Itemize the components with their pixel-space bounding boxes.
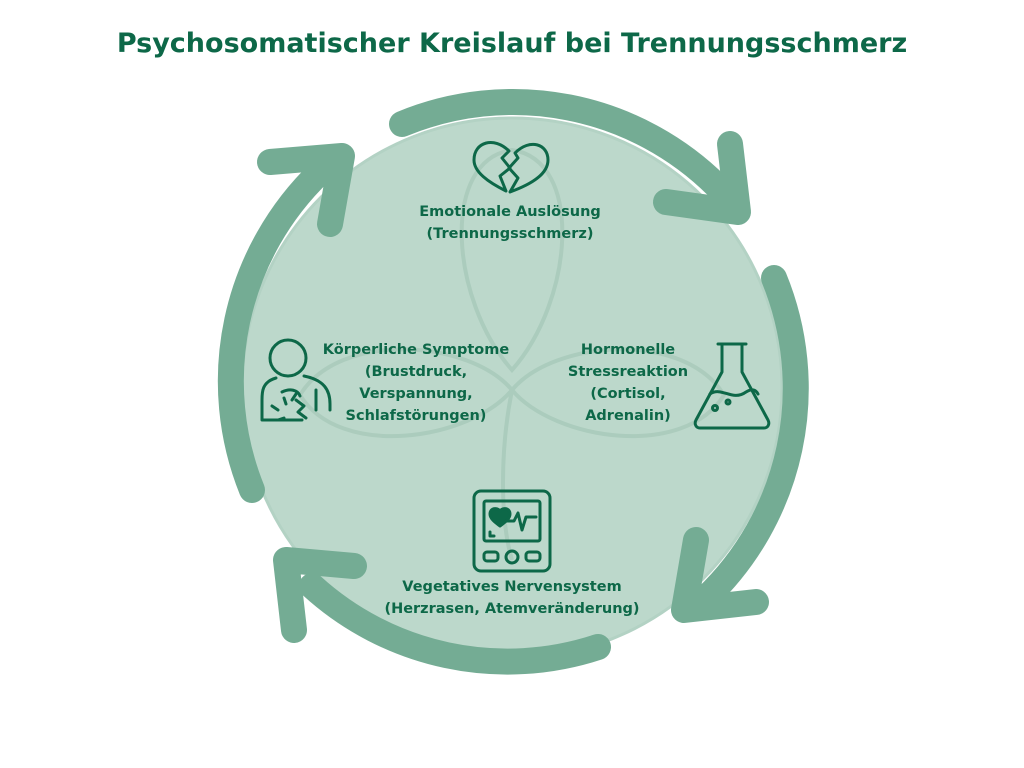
node-hormonal-response-line-3: (Cortisol,	[590, 386, 666, 402]
node-autonomic-nervous-system-line-2: (Herzrasen, Atemveränderung)	[384, 601, 640, 617]
node-emotional-trigger-line-1: Emotionale Auslösung	[419, 204, 601, 220]
arrow-top-right	[389, 88, 730, 199]
broken-heart-icon	[472, 141, 550, 194]
node-hormonal-response: Hormonelle Stressreaktion (Cortisol, Adr…	[548, 339, 708, 427]
node-hormonal-response-line-4: Adrenalin)	[585, 408, 671, 424]
heart-monitor-icon	[472, 489, 552, 573]
cycle-arrows	[217, 88, 809, 675]
node-physical-symptoms-line-4: Schlafstörungen)	[345, 408, 487, 424]
node-hormonal-response-line-1: Hormonelle	[580, 342, 676, 358]
arrowhead-top-right	[653, 131, 751, 225]
node-hormonal-response-line-2: Stressreaktion	[567, 364, 689, 380]
node-emotional-trigger: Emotionale Auslösung (Trennungsschmerz)	[380, 201, 640, 245]
node-emotional-trigger-line-2: (Trennungsschmerz)	[426, 226, 594, 242]
arrowhead-bottom	[273, 547, 367, 643]
page-title: Psychosomatischer Kreislauf bei Trennung…	[116, 28, 908, 59]
node-physical-symptoms: Körperliche Symptome (Brustdruck, Verspa…	[316, 339, 516, 427]
chest-pain-person-icon	[260, 338, 332, 422]
node-autonomic-nervous-system-line-1: Vegetatives Nervensystem	[402, 579, 622, 595]
node-physical-symptoms-line-3: Verspannung,	[359, 386, 473, 402]
node-autonomic-nervous-system: Vegetatives Nervensystem (Herzrasen, Ate…	[362, 576, 662, 620]
flask-icon	[693, 342, 771, 430]
arrowhead-left	[257, 143, 355, 237]
arrow-left	[217, 159, 333, 503]
node-physical-symptoms-line-2: (Brustdruck,	[364, 364, 468, 380]
node-physical-symptoms-line-1: Körperliche Symptome	[322, 342, 510, 358]
arrow-bottom	[299, 573, 611, 675]
decorative-loops	[297, 147, 727, 561]
arrow-right	[693, 265, 809, 611]
arrowhead-right	[671, 527, 769, 623]
